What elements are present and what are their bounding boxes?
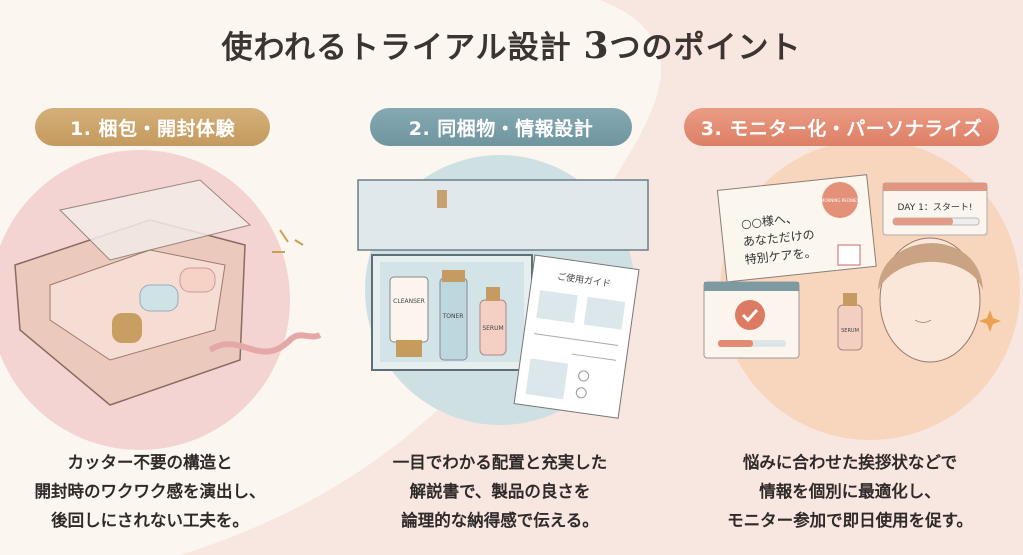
day1-bubble: DAY 1：スタート! <box>882 182 988 236</box>
svg-text:○○様へ、: ○○様へ、 <box>740 211 798 231</box>
stamp-icon <box>822 182 858 218</box>
cleanser-label: CLEANSER <box>393 298 425 305</box>
point-2-description: 一目でわかる配置と充実した解説書で、製品の良さを論理的な納得感で伝える。 <box>392 453 608 530</box>
serum-bottle: SERUM <box>837 293 863 351</box>
toner-label: TONER <box>442 313 464 320</box>
woman-face <box>878 237 983 363</box>
check-window <box>703 281 800 359</box>
point-2-badge: 2. 同梱物・情報設計 <box>370 108 632 146</box>
gold-jar-icon <box>112 313 142 343</box>
calendar-icon <box>837 244 861 266</box>
sparkle-icon <box>979 310 1001 332</box>
check-icon <box>735 300 765 330</box>
usage-guide-sheet: ご使用ガイド <box>513 254 640 419</box>
point-3-description: 悩みに合わせた挨拶状などで情報を個別に最適化し、モニター参加で即日使用を促す。 <box>727 453 973 530</box>
svg-text:DAY 1：スタート!: DAY 1：スタート! <box>898 202 973 213</box>
point-3-badge: 3. モニター化・パーソナライズ <box>684 108 999 146</box>
point-1-badge: 1. 梱包・開封体験 <box>35 108 270 146</box>
page-title: 使われるトライアル設計 3つのポイント <box>221 25 802 67</box>
svg-text:SERUM: SERUM <box>841 328 859 334</box>
svg-text:MORNING PEONIES: MORNING PEONIES <box>821 198 860 203</box>
point-1-description: カッター不要の構造と開封時のワクワク感を演出し、後回しにされない工夫を。 <box>34 453 266 530</box>
sparkle-icon <box>272 229 304 253</box>
serum-label: SERUM <box>482 325 503 332</box>
